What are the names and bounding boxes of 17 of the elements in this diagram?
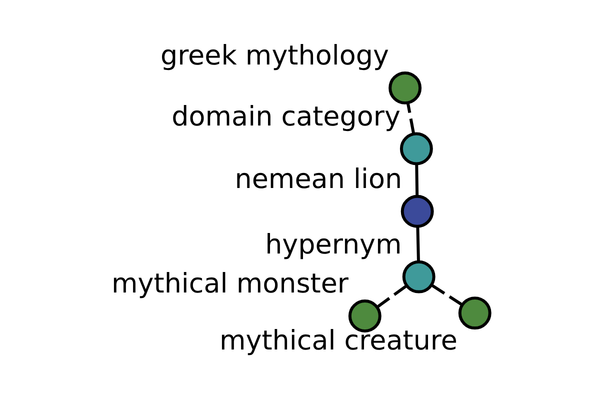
node-label: greek mythology [160, 40, 389, 72]
node-label: domain category [172, 100, 400, 132]
connector [377, 284, 408, 308]
node-circle [348, 299, 382, 332]
connector [431, 283, 463, 306]
connector [415, 164, 419, 196]
node-label: mythical monster [112, 268, 349, 300]
node-label: mythical creature [219, 325, 458, 356]
node-circle [458, 296, 492, 330]
node-circle [400, 132, 433, 165]
node-circle [400, 194, 434, 228]
node-label: hypernym [265, 228, 402, 260]
connector [406, 102, 416, 134]
node-circle [388, 70, 422, 104]
node-circle [402, 260, 436, 293]
node-label: nemean lion [234, 163, 402, 194]
connector [416, 226, 420, 262]
